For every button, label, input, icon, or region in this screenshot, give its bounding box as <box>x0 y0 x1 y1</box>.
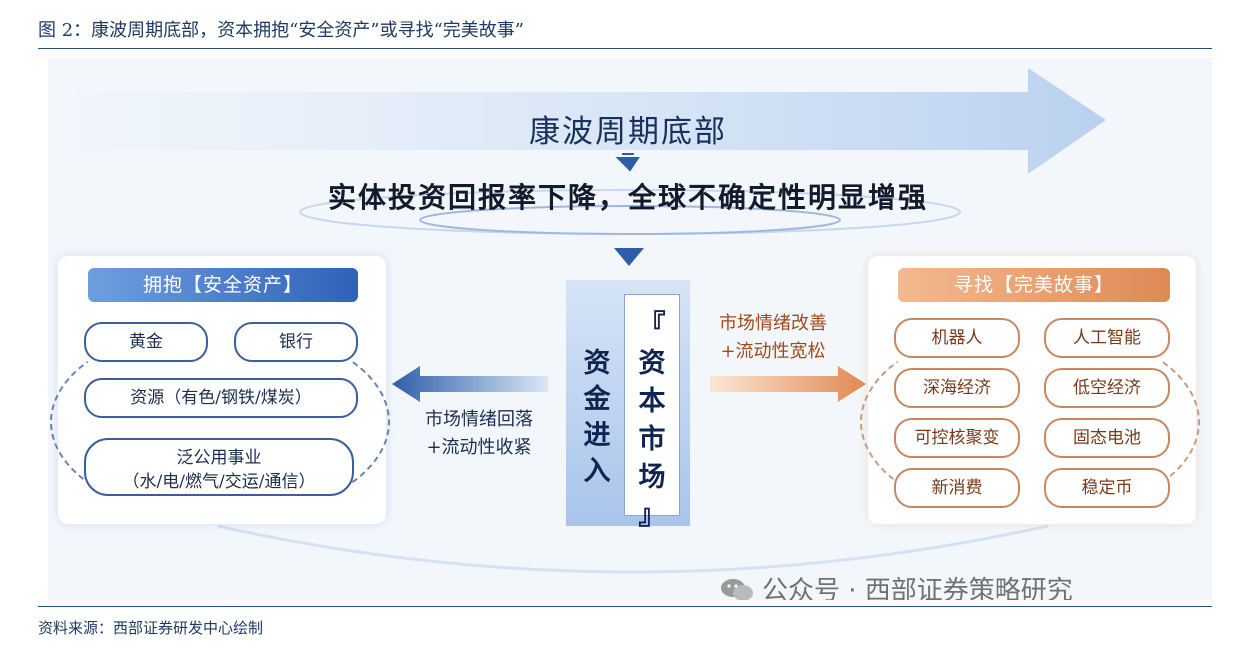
capital-char: 进 <box>583 420 611 451</box>
source-note: 资料来源：西部证券研发中心绘制 <box>38 619 264 637</box>
market-char: 本 <box>638 386 666 417</box>
background-arrows <box>78 68 1106 574</box>
capital-market-label: 『 资 本 市 场 』 <box>625 307 679 535</box>
story-low-altitude: 低空经济 <box>1044 368 1170 408</box>
story-solid-battery: 固态电池 <box>1044 418 1170 458</box>
swirl-ring-inner <box>419 205 841 235</box>
bottom-swirl <box>217 524 1049 574</box>
capital-market-box: 『 资 本 市 场 』 <box>624 294 680 531</box>
subheading: 实体投资回报率下降，全球不确定性明显增强 <box>327 181 928 214</box>
market-char: 『 <box>638 310 666 341</box>
watermark-text: 公众号 · 西部证券策略研究 <box>762 576 1073 600</box>
watermark: 公众号 · 西部证券策略研究 <box>720 570 1073 600</box>
capital-char: 金 <box>583 384 611 415</box>
perfect-story-header: 寻找【完美故事】 <box>898 268 1170 302</box>
asset-banks: 银行 <box>234 322 358 362</box>
main-timeline-arrow <box>78 68 1106 174</box>
left-flow-line2: +流动性收紧 <box>426 437 532 458</box>
down-chevron-icon <box>615 153 640 172</box>
right-flow-text: 市场情绪改善 +流动性宽松 <box>698 310 848 366</box>
asset-utilities: 泛公用事业 （水/电/燃气/交运/通信） <box>84 438 354 496</box>
asset-gold: 黄金 <box>84 322 208 362</box>
top-rule <box>38 48 1212 49</box>
story-deep-sea: 深海经济 <box>894 368 1020 408</box>
story-ai: 人工智能 <box>1044 318 1170 358</box>
market-char: 场 <box>638 462 666 493</box>
right-flow-line1: 市场情绪改善 <box>719 313 827 334</box>
safe-assets-header: 拥抱【安全资产】 <box>88 268 358 302</box>
capital-char: 资 <box>583 348 611 379</box>
right-flow-line2: +流动性宽松 <box>720 341 826 362</box>
story-stablecoin: 稳定币 <box>1044 468 1170 508</box>
asset-resources: 资源（有色/钢铁/煤炭） <box>84 378 358 418</box>
perfect-story-panel: 寻找【完美故事】 机器人 人工智能 深海经济 低空经济 可控核聚变 固态电池 新… <box>860 256 1200 524</box>
utilities-detail: （水/电/燃气/交运/通信） <box>122 472 316 492</box>
left-flow-line1: 市场情绪回落 <box>425 409 533 430</box>
capital-char: 入 <box>583 456 611 487</box>
down-chevron-icon-2 <box>614 248 644 266</box>
figure-title: 图 2：康波周期底部，资本拥抱“安全资产”或寻找“完美故事” <box>38 20 524 41</box>
diagram-canvas: 康波周期底部 实体投资回报率下降，全球不确定性明显增强 拥抱【安全资产】 黄金 … <box>48 58 1212 600</box>
left-flow-text: 市场情绪回落 +流动性收紧 <box>404 406 554 462</box>
right-flow-arrow <box>710 366 866 402</box>
story-fusion: 可控核聚变 <box>894 418 1020 458</box>
capital-inflow-label: 资 金 进 入 <box>582 346 612 490</box>
capital-inflow-box: 资 金 进 入 『 资 本 市 场 』 <box>566 280 690 531</box>
utilities-title: 泛公用事业 <box>176 448 262 468</box>
bottom-rule <box>38 606 1212 607</box>
wechat-icon <box>721 579 753 600</box>
story-new-consumption: 新消费 <box>894 468 1020 508</box>
cycle-banner: 康波周期底部 <box>529 114 727 150</box>
market-char: 市 <box>638 424 666 455</box>
market-char: 』 <box>638 500 666 531</box>
left-flow-arrow <box>392 366 548 402</box>
story-robots: 机器人 <box>894 318 1020 358</box>
safe-assets-panel: 拥抱【安全资产】 黄金 银行 资源（有色/钢铁/煤炭） 泛公用事业 （水/电/燃… <box>50 256 390 524</box>
market-char: 资 <box>638 348 666 379</box>
